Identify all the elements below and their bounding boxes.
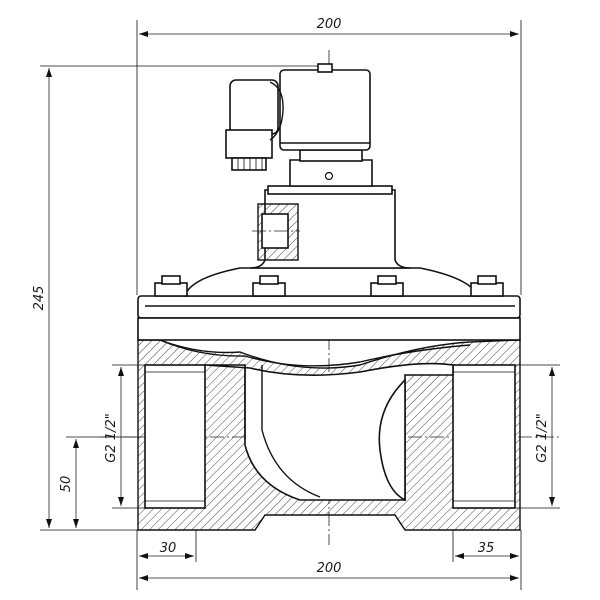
solenoid-assembly	[225, 63, 373, 187]
top-width-dimension: 200	[136, 17, 522, 295]
flange-bolt	[470, 275, 504, 297]
flange-bolt	[252, 275, 286, 297]
right-thread-label: G2 1/2"	[535, 413, 550, 462]
valve-flange	[137, 295, 521, 341]
right-thread-dimension: G2 1/2"	[515, 364, 560, 509]
left-port-depth-label: 30	[160, 541, 177, 556]
left-port-depth-dimension: 30	[139, 530, 197, 562]
flange-bolt	[370, 275, 404, 297]
height-total-label: 245	[32, 286, 47, 311]
right-port-depth-label: 35	[478, 541, 495, 556]
left-thread-label: G2 1/2"	[104, 413, 119, 462]
bottom-width-label: 200	[317, 561, 342, 576]
height-port-center-label: 50	[59, 476, 74, 493]
height-port-center-dimension: 50	[59, 436, 145, 528]
top-width-label: 200	[317, 17, 342, 32]
valve-body	[137, 339, 521, 531]
flange-bolt	[154, 275, 188, 297]
height-total-dimension: 245	[32, 65, 330, 531]
valve-bonnet	[154, 185, 504, 297]
right-port-depth-dimension: 35	[452, 530, 519, 562]
bottom-width-dimension: 200	[136, 530, 522, 590]
